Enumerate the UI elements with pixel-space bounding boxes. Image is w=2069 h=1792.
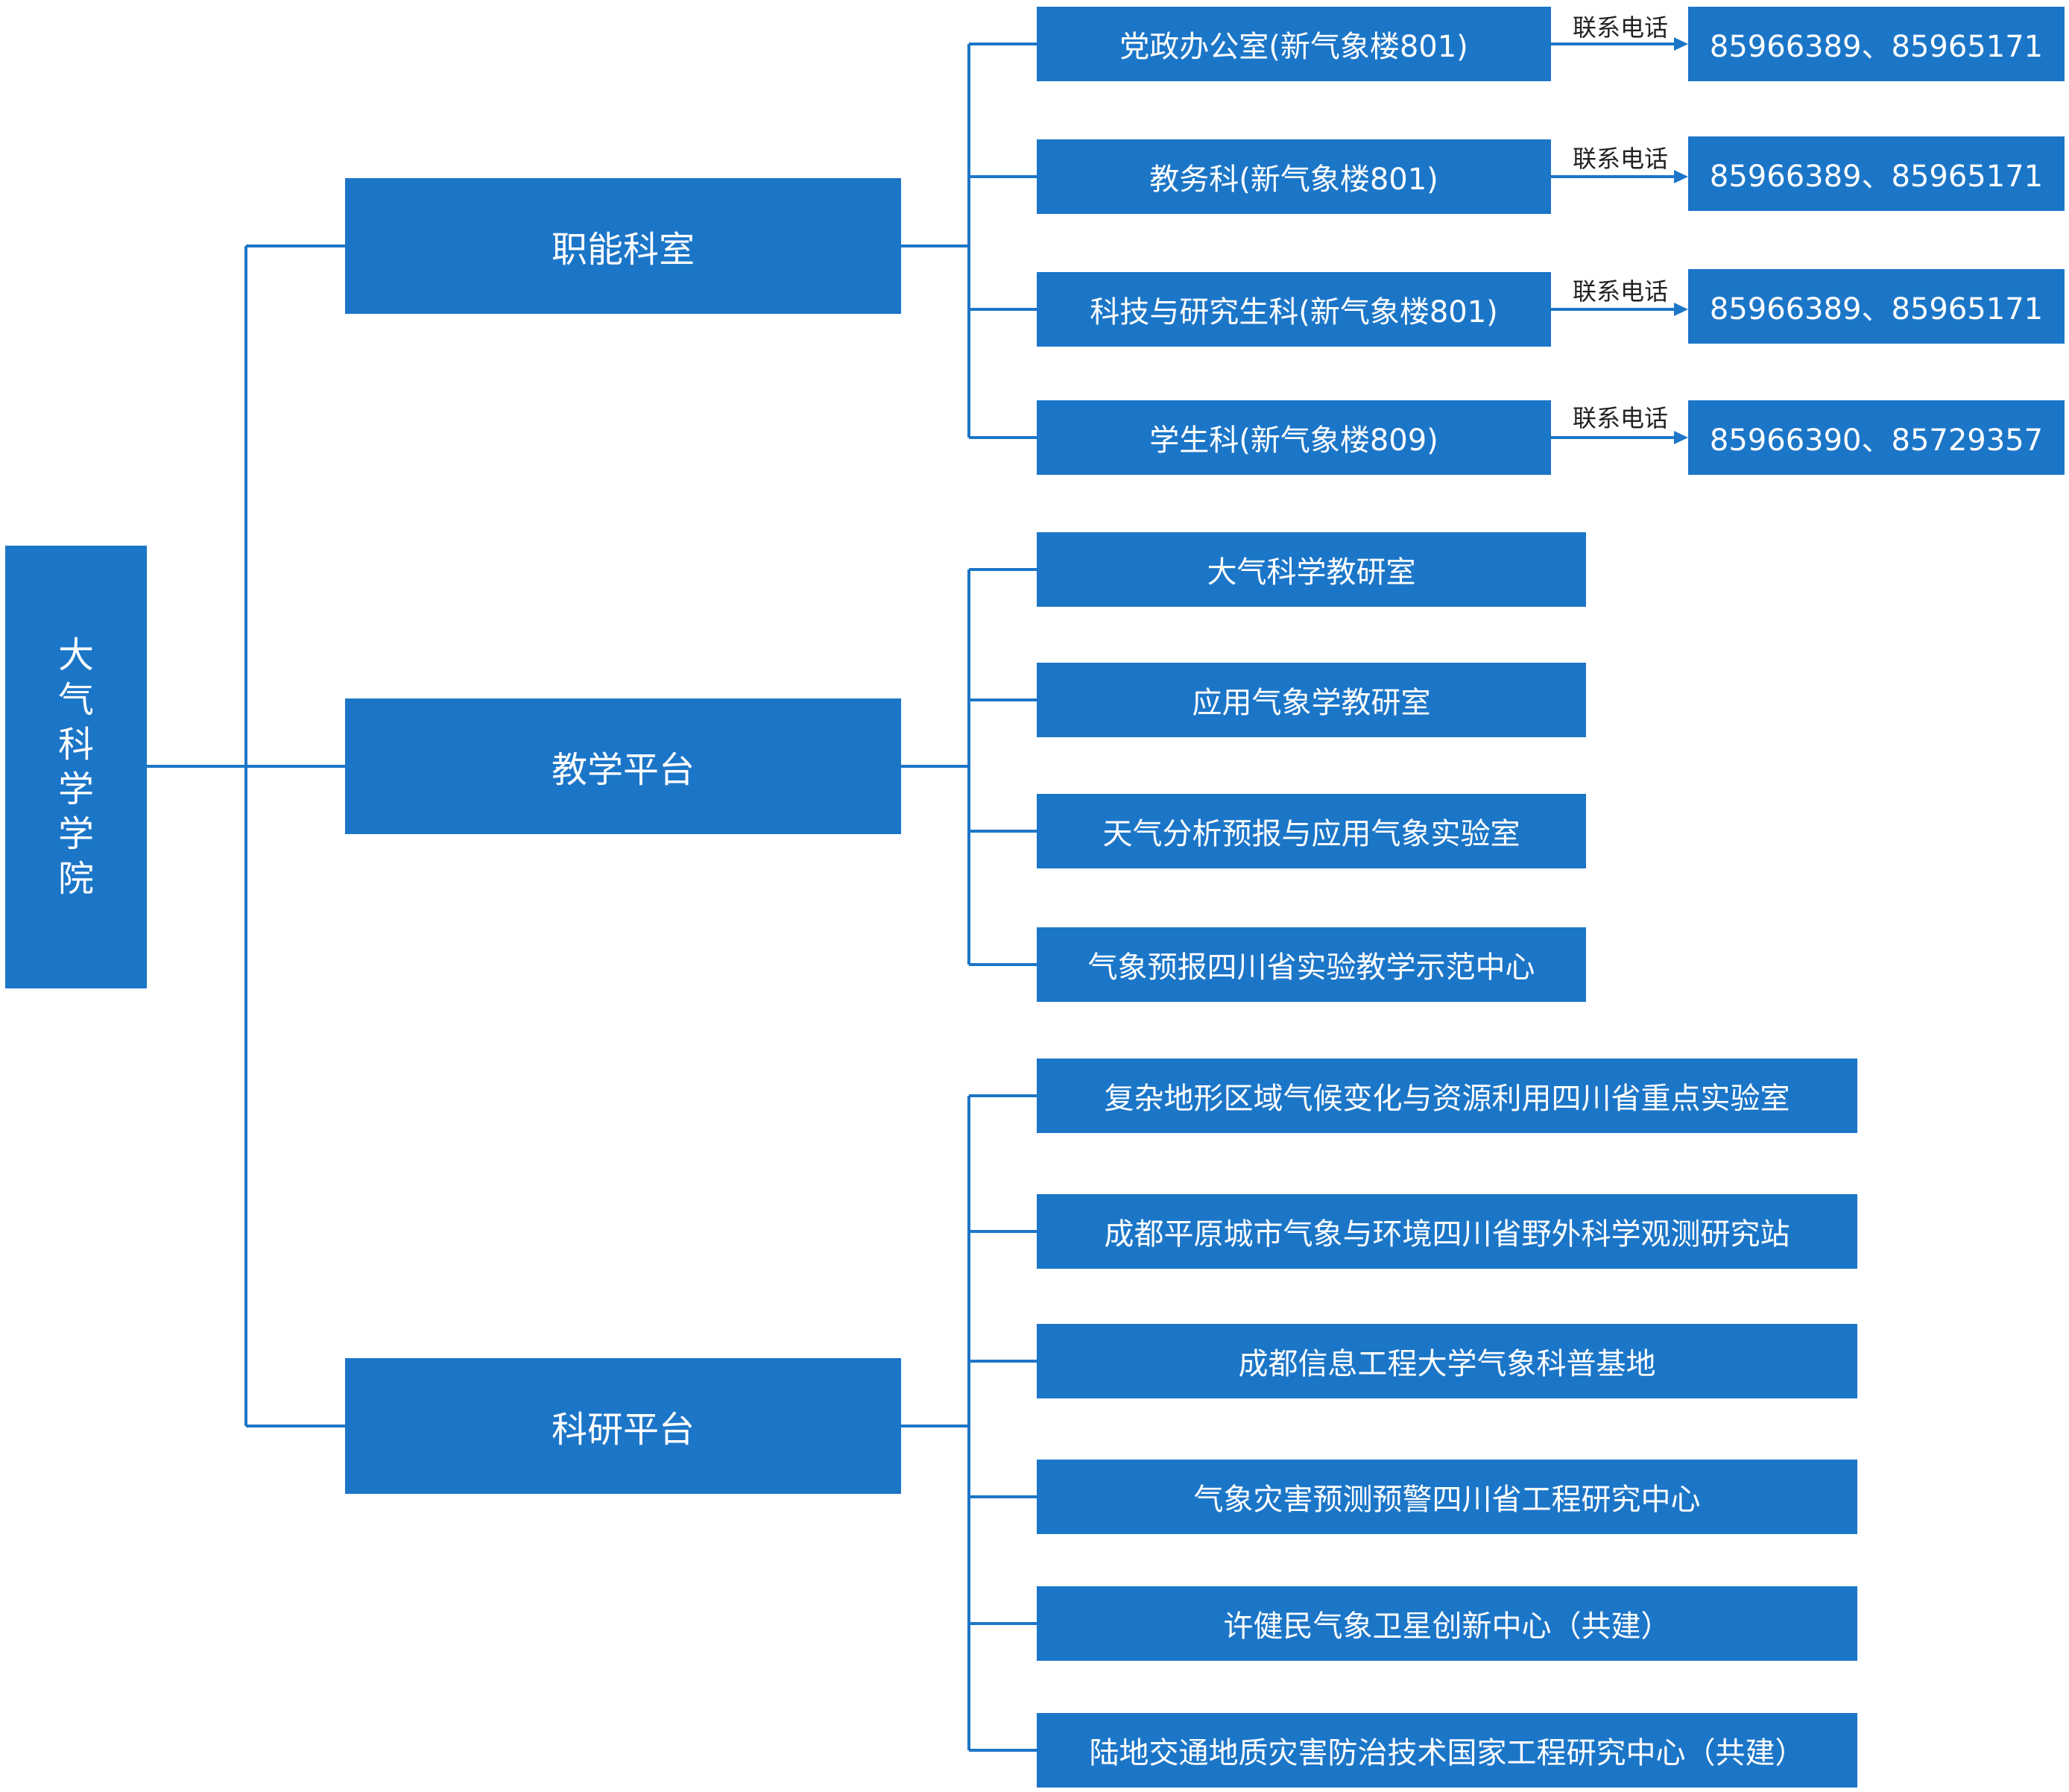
office-academic-affairs: 教务科(新气象楼801): [1037, 139, 1551, 214]
teaching-unit: 天气分析预报与应用气象实验室: [1037, 794, 1586, 868]
office-party-admin: 党政办公室(新气象楼801): [1037, 7, 1551, 81]
arrow-head-2: [1674, 170, 1688, 183]
root-char: 科: [57, 724, 94, 766]
root-node-atmospheric-sciences-college: 大 气 科 学 学 院: [5, 546, 147, 988]
root-char: 气: [57, 679, 94, 721]
contact-label: 联系电话: [1572, 277, 1668, 306]
research-unit: 陆地交通地质灾害防治技术国家工程研究中心（共建）: [1037, 1713, 1857, 1788]
phone-academic-affairs: 85966389、85965171: [1688, 136, 2065, 211]
research-unit: 复杂地形区域气候变化与资源利用四川省重点实验室: [1037, 1059, 1857, 1133]
branch-teaching-platform: 教学平台: [345, 698, 901, 834]
arrow-head-3: [1674, 303, 1688, 316]
arrow-head-4: [1674, 431, 1688, 444]
root-char: 学: [57, 813, 94, 855]
teaching-unit: 应用气象学教研室: [1037, 663, 1586, 737]
research-unit: 许健民气象卫星创新中心（共建）: [1037, 1586, 1857, 1661]
branch-research-platform: 科研平台: [345, 1358, 901, 1494]
contact-label: 联系电话: [1572, 13, 1668, 42]
teaching-unit: 气象预报四川省实验教学示范中心: [1037, 927, 1586, 1002]
arrow-head-1: [1674, 37, 1688, 51]
research-unit: 成都信息工程大学气象科普基地: [1037, 1324, 1857, 1398]
branch-functional-offices: 职能科室: [345, 178, 901, 314]
root-char: 院: [57, 858, 94, 900]
root-char: 大: [57, 634, 94, 676]
phone-student-affairs: 85966390、85729357: [1688, 400, 2065, 475]
phone-research-graduate: 85966389、85965171: [1688, 269, 2065, 344]
root-char: 学: [57, 769, 94, 810]
office-student-affairs: 学生科(新气象楼809): [1037, 400, 1551, 475]
research-unit: 成都平原城市气象与环境四川省野外科学观测研究站: [1037, 1194, 1857, 1269]
teaching-unit: 大气科学教研室: [1037, 532, 1586, 607]
office-research-graduate: 科技与研究生科(新气象楼801): [1037, 272, 1551, 347]
phone-party-admin: 85966389、85965171: [1688, 7, 2065, 81]
contact-label: 联系电话: [1572, 404, 1668, 432]
contact-label: 联系电话: [1572, 145, 1668, 173]
research-unit: 气象灾害预测预警四川省工程研究中心: [1037, 1460, 1857, 1534]
